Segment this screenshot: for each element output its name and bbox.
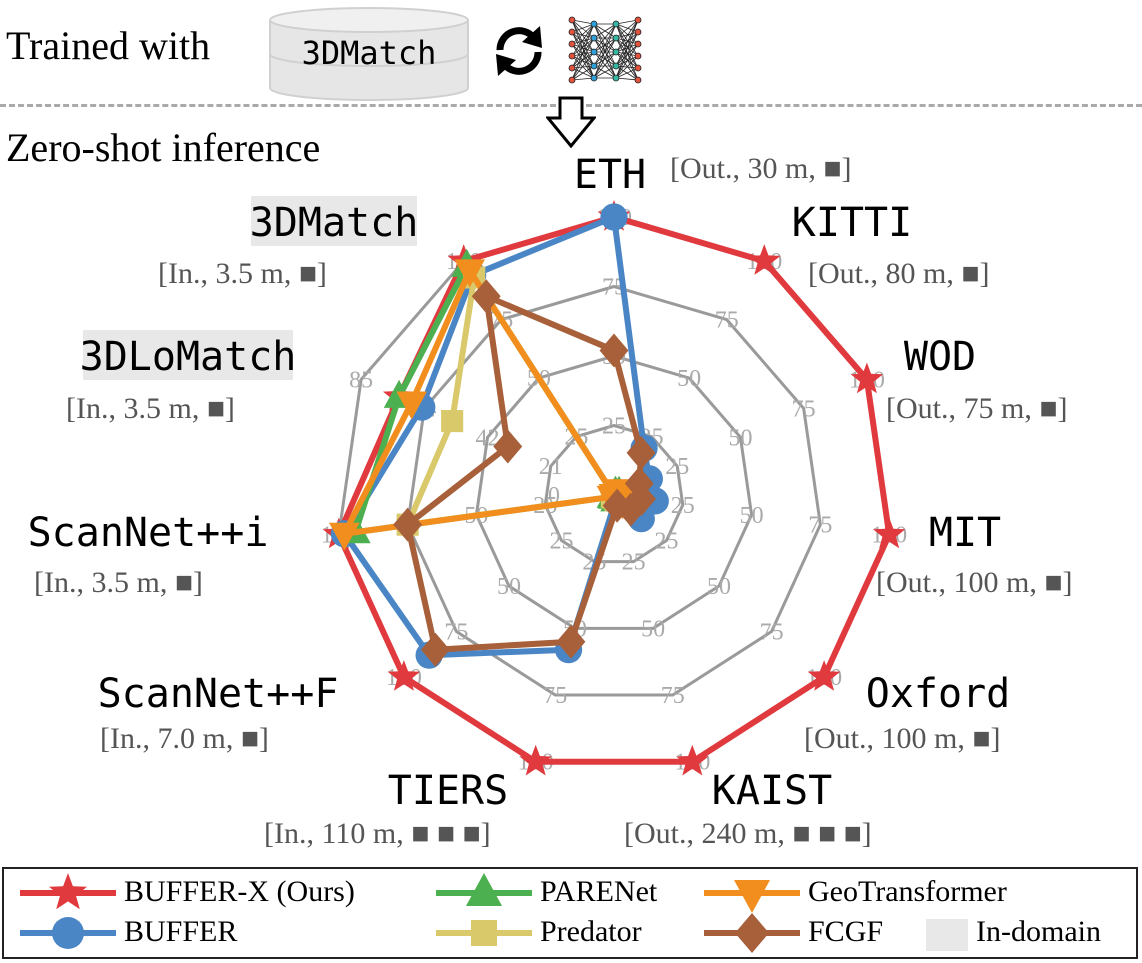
- axis-info-label: [In., 3.5 m, ■]: [158, 257, 327, 290]
- data-point: [454, 259, 486, 288]
- tick-label: 75: [715, 308, 739, 334]
- legend-label: BUFFER: [124, 915, 238, 948]
- tick-label: 25: [602, 414, 626, 440]
- neural-network-icon: [568, 16, 642, 84]
- axis-label: MIT: [929, 510, 1001, 556]
- axis-label: WOD: [904, 334, 976, 380]
- axis-label: ScanNet++i: [28, 510, 269, 556]
- data-point: [676, 744, 709, 776]
- axis-info-label: [In., 110 m, ■ ■ ■]: [264, 817, 491, 850]
- tick-label: 25: [549, 529, 573, 555]
- data-point: [807, 660, 841, 691]
- axis-label: TIERS: [388, 768, 508, 814]
- data-point: [329, 522, 360, 551]
- axis-info-label: [Out., 240 m, ■ ■ ■]: [624, 817, 872, 850]
- data-point: [602, 488, 632, 523]
- axis-label: KAIST: [712, 768, 832, 814]
- legend-label: Predator: [540, 915, 642, 948]
- legend-swatch: [436, 873, 532, 906]
- axis-info-label: [In., 7.0 m, ■]: [100, 722, 269, 755]
- legend-label: PARENet: [540, 875, 658, 908]
- tick-label: 25: [655, 529, 679, 555]
- axis-info-label: [Out., 100 m, ■]: [804, 722, 1000, 755]
- legend-swatch: [20, 873, 116, 910]
- data-point: [493, 429, 523, 464]
- data-point: [471, 279, 501, 314]
- legend-swatch-in-domain: [926, 919, 968, 951]
- axis-label: 3DLoMatch: [80, 334, 297, 380]
- sync-icon: [496, 26, 542, 76]
- axis-label: Oxford: [866, 671, 1011, 717]
- zero-shot-label: Zero-shot inference: [6, 125, 321, 170]
- data-point: [393, 507, 423, 542]
- data-point: [624, 466, 654, 501]
- tick-label: 25: [622, 550, 646, 576]
- tick-label: 25: [665, 454, 689, 480]
- grid-ring: [543, 423, 685, 564]
- tick-label: 85: [349, 368, 373, 394]
- tick-label: 75: [760, 620, 784, 646]
- axis-label: 3DMatch: [250, 200, 419, 246]
- axis-info-label: [Out., 75 m, ■]: [886, 392, 1067, 425]
- down-arrow-icon: [546, 96, 596, 148]
- axis-label: KITTI: [792, 200, 912, 246]
- tick-label: 75: [792, 396, 816, 422]
- tick-label: 75: [808, 513, 832, 539]
- tick-label: 50: [740, 503, 764, 529]
- tick-label: 50: [497, 574, 521, 600]
- in-domain-highlight: [251, 196, 417, 246]
- axis-info-label: [In., 3.5 m, ■]: [34, 566, 203, 599]
- data-point: [627, 481, 656, 516]
- data-point: [873, 517, 906, 549]
- axis-info-label: [Out., 100 m, ■]: [876, 566, 1072, 599]
- legend-swatch: [704, 913, 800, 953]
- tick-label: 75: [543, 683, 567, 709]
- data-point: [441, 410, 464, 433]
- series-fcgf: [393, 279, 656, 667]
- tick-label: 50: [707, 574, 731, 600]
- data-point: [599, 333, 629, 368]
- tick-label: 75: [661, 683, 685, 709]
- axis-info-label: [Out., 30 m, ■]: [670, 152, 851, 185]
- axis-label: ScanNet++F: [98, 671, 339, 717]
- legend-label: In-domain: [976, 915, 1101, 948]
- data-point: [556, 624, 586, 659]
- tick-label: 50: [641, 616, 665, 642]
- data-point: [748, 244, 781, 275]
- data-point: [387, 660, 421, 691]
- tick-label: 25: [671, 493, 695, 519]
- tick-label: 50: [728, 425, 752, 451]
- axis-info-label: [Out., 80 m, ■]: [808, 257, 989, 290]
- legend-swatch: [20, 917, 116, 949]
- data-point: [600, 203, 628, 231]
- data-point: [396, 391, 427, 420]
- tick-label: 21: [539, 454, 563, 480]
- legend-label: GeoTransformer: [808, 875, 1007, 908]
- data-point: [850, 362, 883, 394]
- legend-label: FCGF: [808, 915, 884, 948]
- in-domain-highlight: [83, 330, 293, 380]
- trained-with-label: Trained with: [6, 23, 211, 68]
- data-point: [420, 632, 450, 667]
- legend-label: BUFFER-X (Ours): [124, 875, 355, 908]
- data-point: [519, 744, 552, 776]
- dataset-database-icon: 3DMatch: [268, 6, 470, 102]
- grid-ring: [474, 354, 754, 630]
- axis-labels: ETH [Out., 30 m, ■] KITTI [Out., 80 m, ■] WO…: [28, 152, 1073, 850]
- tick-label: 50: [677, 366, 701, 392]
- tick-label: 75: [444, 620, 468, 646]
- axis-info-label: [In., 3.5 m, ■]: [66, 392, 235, 425]
- grid-ring: [406, 284, 822, 697]
- data-point: [626, 435, 656, 470]
- legend-swatch: [704, 880, 800, 913]
- dataset-label: 3DMatch: [301, 34, 437, 72]
- legend-swatch: [436, 920, 532, 946]
- axis-label: ETH: [574, 152, 646, 198]
